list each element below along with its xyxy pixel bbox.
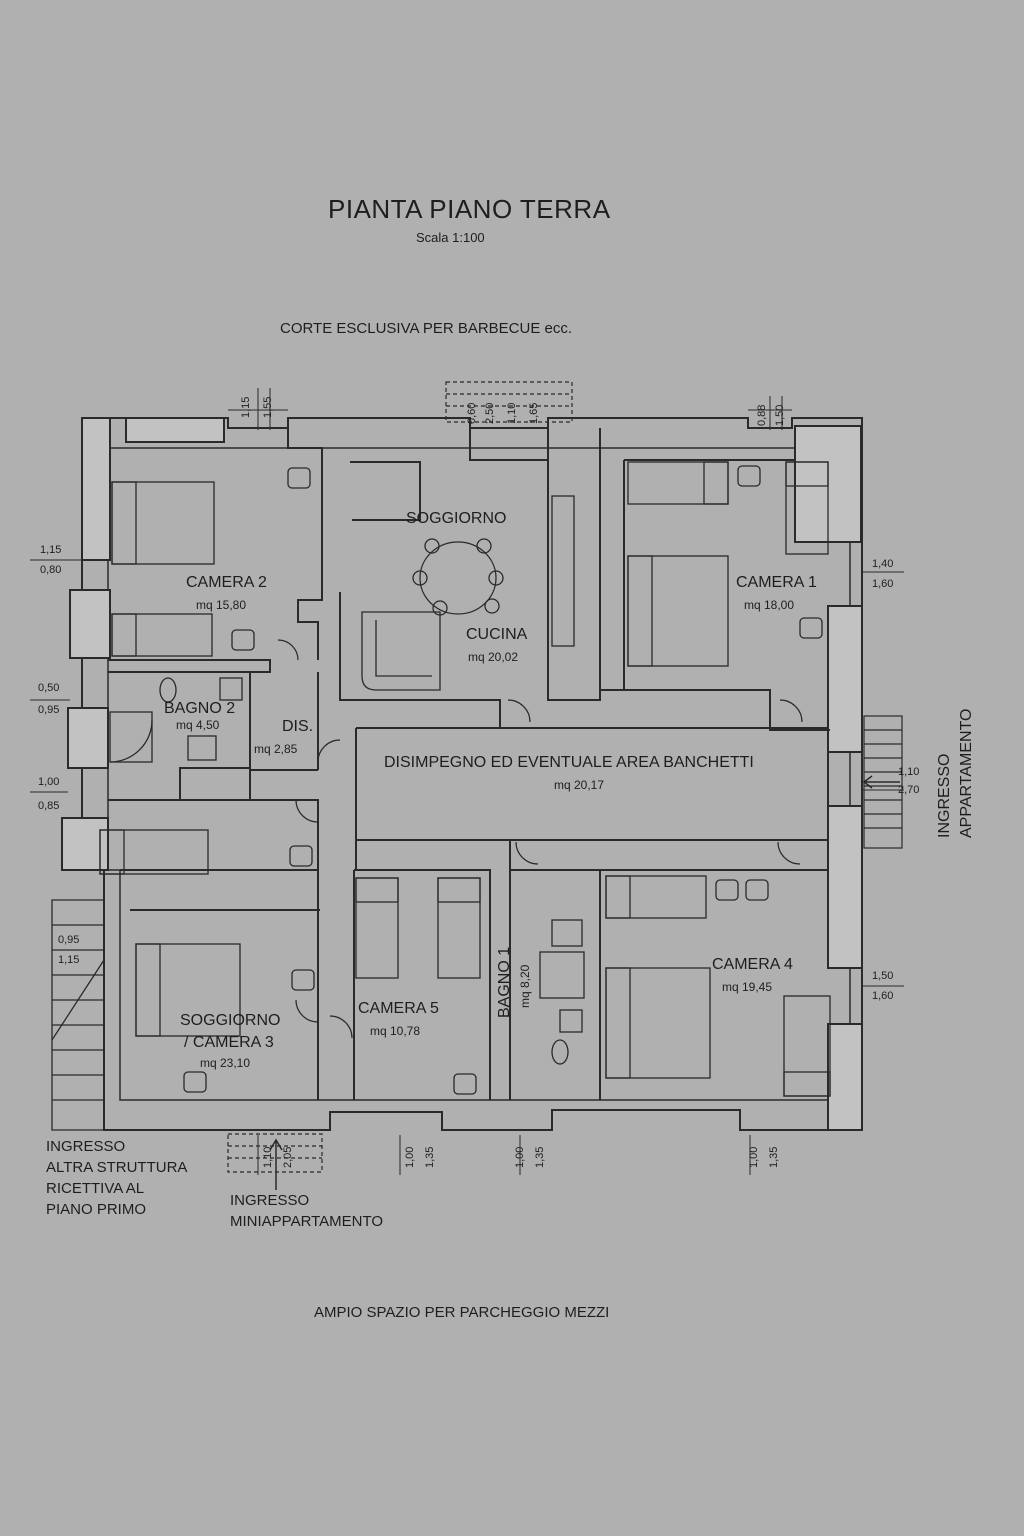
- dim-bot-cam5-b: 1,35: [424, 1146, 436, 1168]
- dim-top-sogg-d: 1,65: [528, 402, 540, 424]
- room-camera-2-name: CAMERA 2: [186, 574, 267, 591]
- dashed-steps: [445, 381, 573, 423]
- wall: [287, 418, 323, 660]
- dining-table: [412, 538, 504, 616]
- kitchen-counter: [551, 495, 575, 647]
- room-cucina-name: CUCINA: [466, 626, 528, 643]
- dim-right-1-b: 1,60: [872, 578, 894, 590]
- wall-block: [827, 1023, 863, 1131]
- wall: [353, 869, 491, 1100]
- wall-block: [67, 707, 109, 769]
- entrance-arrows: [269, 775, 900, 1190]
- room-camera-4-name: CAMERA 4: [712, 956, 793, 973]
- dim-right-2-b: 2,70: [898, 784, 920, 796]
- beds: [99, 461, 831, 1097]
- room-disimpegno-name: DISIMPEGNO ED EVENTUALE AREA BANCHETTI: [384, 754, 754, 771]
- dim-left-4-b: 1,15: [58, 954, 80, 966]
- dim-top-sogg-a: 0,60: [466, 402, 478, 424]
- dim-left-1-a: 1,15: [40, 544, 62, 556]
- dim-bot-bagno-a: 1,00: [514, 1146, 526, 1168]
- entrance-mini-line: INGRESSO: [230, 1192, 310, 1209]
- dim-top-cam2-a: 1,15: [240, 396, 252, 418]
- room-camera-1-area: mq 18,00: [744, 598, 795, 612]
- room-bagno-2-name: BAGNO 2: [164, 700, 236, 717]
- room-disimpegno-area: mq 20,17: [554, 778, 605, 792]
- dim-right-3-b: 1,60: [872, 990, 894, 1002]
- wall: [350, 461, 421, 521]
- wall: [108, 799, 319, 1100]
- inner-wall: [107, 447, 851, 1101]
- wall: [322, 417, 601, 701]
- dim-top-sogg-b: 2,50: [484, 402, 496, 424]
- wall: [547, 428, 830, 731]
- dim-top-cam1-a: 0,88: [756, 404, 768, 426]
- room-camera-2-area: mq 15,80: [196, 598, 247, 612]
- wall-block: [81, 417, 111, 561]
- room-camera-5-name: CAMERA 5: [358, 1000, 439, 1017]
- entrance-altra-line: RICETTIVA AL: [46, 1180, 145, 1197]
- room-dis-name: DIS.: [282, 718, 314, 735]
- room-bagno-2-area: mq 4,50: [176, 718, 220, 732]
- room-camera-4-area: mq 19,45: [722, 980, 773, 994]
- entrance-altra-line: ALTRA STRUTTURA: [46, 1159, 188, 1176]
- wall-block: [827, 805, 863, 969]
- wall: [599, 869, 828, 1100]
- entrance-altra-struttura: INGRESSO ALTRA STRUTTURA RICETTIVA AL PI…: [46, 1136, 187, 1220]
- bathroom-fixtures: [109, 677, 585, 1065]
- entrance-appartamento-line2: APPARTAMENTO: [958, 708, 975, 838]
- bottom-surrounding-label: AMPIO SPAZIO PER PARCHEGGIO MEZZI: [314, 1304, 610, 1321]
- sofa: [361, 611, 441, 691]
- room-cucina-area: mq 20,02: [468, 650, 519, 664]
- entrance-mini-line: MINIAPPARTAMENTO: [230, 1213, 384, 1230]
- dim-bot-mini-b: 2,05: [282, 1146, 294, 1168]
- dim-left-1-b: 0,80: [40, 564, 62, 576]
- dim-top-sogg-c: 1,10: [506, 402, 518, 424]
- dim-left-2-a: 0,50: [38, 682, 60, 694]
- plan-scale: Scala 1:100: [416, 230, 485, 245]
- room-bagno-1-area: mq 8,20: [518, 964, 532, 1008]
- plan-title: PIANTA PIANO TERRA: [328, 194, 611, 224]
- dim-right-1-a: 1,40: [872, 558, 894, 570]
- wall: [623, 459, 795, 690]
- dim-right-3-a: 1,50: [872, 970, 894, 982]
- dim-bot-cam4-a: 1,00: [748, 1146, 760, 1168]
- dim-left-4-a: 0,95: [58, 934, 80, 946]
- doors: [277, 639, 803, 1039]
- wall: [108, 659, 271, 673]
- dim-bot-cam5-a: 1,00: [404, 1146, 416, 1168]
- corridor-wall: [355, 727, 829, 870]
- dim-top-cam1-b: 1,50: [774, 404, 786, 426]
- entrance-altra-line: PIANO PRIMO: [46, 1201, 147, 1218]
- dim-left-3-b: 0,85: [38, 800, 60, 812]
- dim-bot-bagno-b: 1,35: [534, 1146, 546, 1168]
- wall-block: [827, 605, 863, 753]
- room-soggiorno-camera-3-area: mq 23,10: [200, 1056, 251, 1070]
- top-surrounding-label: CORTE ESCLUSIVA PER BARBECUE ecc.: [280, 320, 573, 337]
- room-bagno-1-name: BAGNO 1: [496, 946, 513, 1018]
- wall-block: [69, 589, 111, 659]
- dimension-lines: [30, 388, 904, 1175]
- dashed-steps: [227, 1133, 323, 1173]
- room-camera-1-name: CAMERA 1: [736, 574, 817, 591]
- room-camera-5-area: mq 10,78: [370, 1024, 421, 1038]
- entrance-appartamento-line1: INGRESSO: [936, 753, 953, 838]
- entrance-miniappartamento: INGRESSO MINIAPPARTAMENTO: [230, 1190, 383, 1232]
- dim-bot-mini-a: 1,10: [262, 1146, 274, 1168]
- wall-block: [125, 417, 225, 443]
- room-soggiorno-camera-3-line1: SOGGIORNO: [180, 1012, 281, 1029]
- room-soggiorno-camera-3-line2: / CAMERA 3: [184, 1034, 274, 1051]
- room-soggiorno-name: SOGGIORNO: [406, 510, 507, 527]
- room-dis-area: mq 2,85: [254, 742, 298, 756]
- wall-block: [61, 817, 109, 871]
- entrance-altra-line: INGRESSO: [46, 1138, 126, 1155]
- armchairs: [183, 465, 823, 1095]
- dim-right-2-a: 1,10: [898, 766, 920, 778]
- dim-left-3-a: 1,00: [38, 776, 60, 788]
- dim-top-cam2-b: 1,55: [262, 396, 274, 418]
- dim-left-2-b: 0,95: [38, 704, 60, 716]
- dim-bot-cam4-b: 1,35: [768, 1146, 780, 1168]
